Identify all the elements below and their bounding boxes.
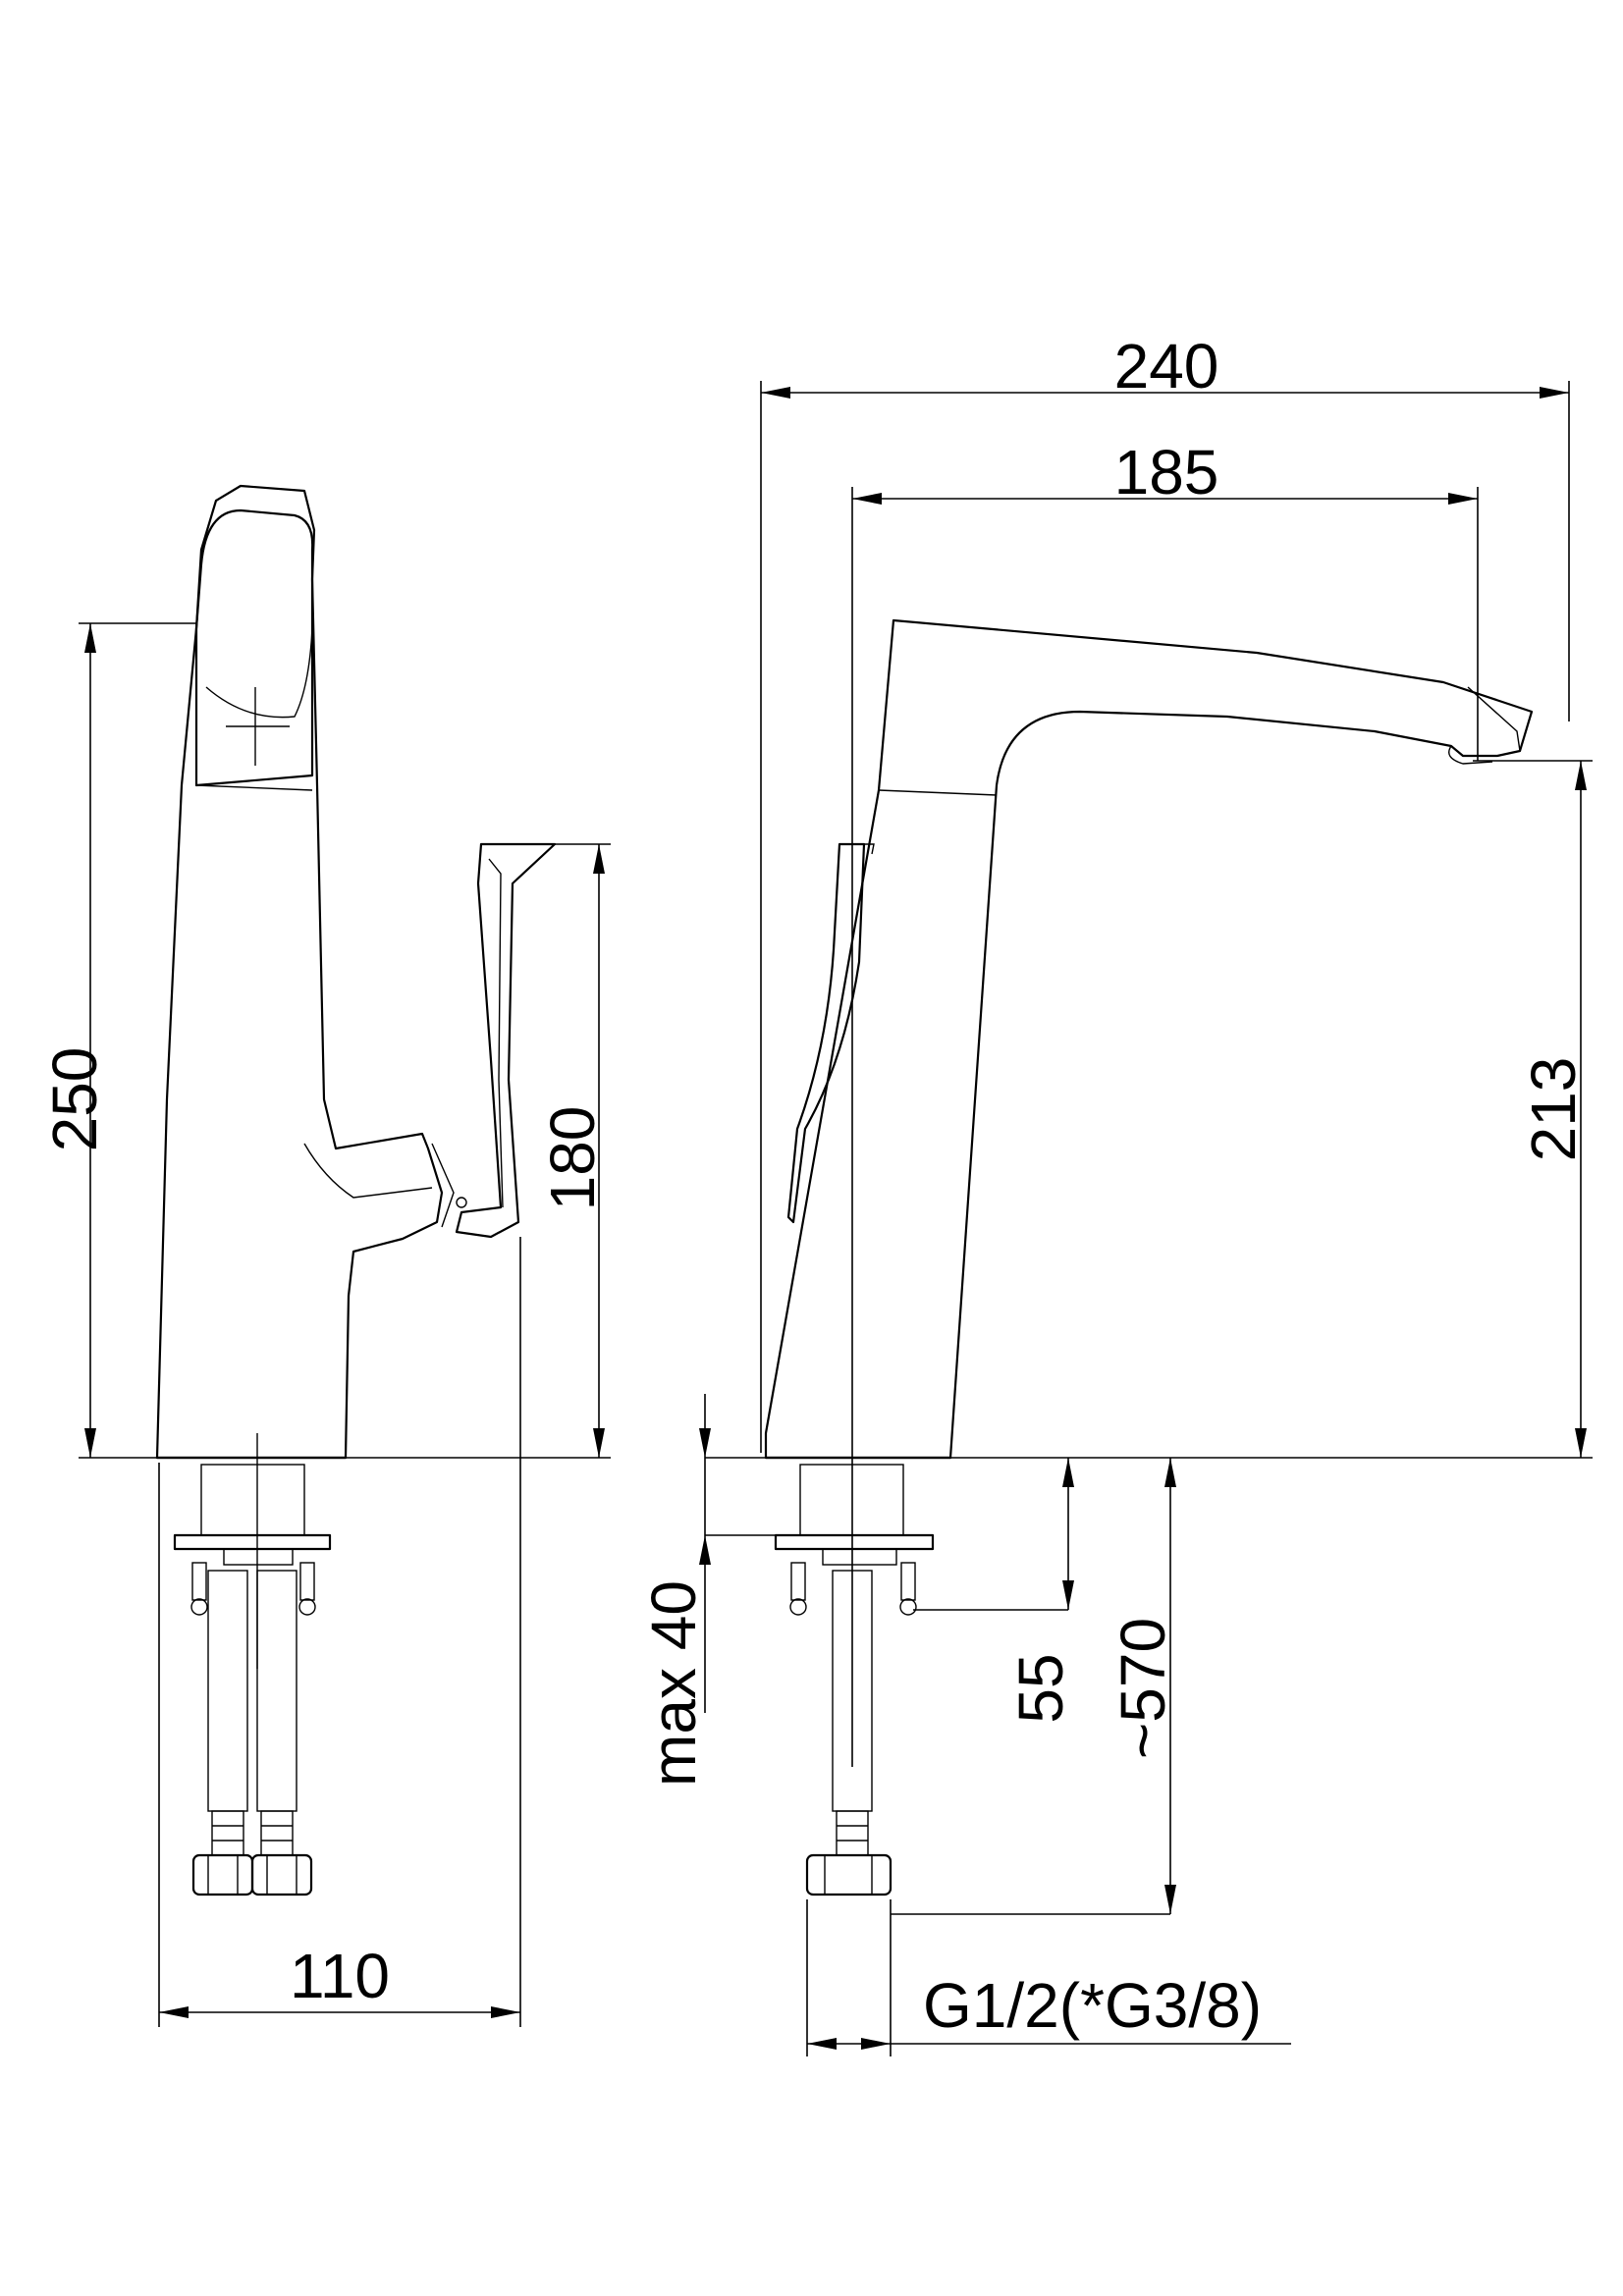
side-view-body bbox=[764, 618, 1534, 1460]
front-view-head bbox=[194, 508, 314, 787]
side-hose-nut bbox=[805, 1853, 893, 1896]
dim-max-deck-thickness: max 40 bbox=[638, 1580, 709, 1787]
dim-spout-reach: 185 bbox=[1114, 437, 1219, 507]
dim-base-depth: 110 bbox=[290, 1941, 390, 2011]
side-view-dimensions: 240 185 213 max 40 55 ~570 G1/2(*G3/8) bbox=[638, 331, 1593, 2056]
front-view-body bbox=[155, 484, 444, 1460]
dim-thread-length: 55 bbox=[1005, 1653, 1076, 1723]
side-view bbox=[764, 618, 1534, 1896]
dim-spout-height: 213 bbox=[1518, 1057, 1589, 1162]
front-hose-right bbox=[256, 1570, 298, 1812]
front-hose-left bbox=[207, 1570, 248, 1812]
side-view-lever bbox=[786, 842, 866, 1224]
dim-total-length: 240 bbox=[1114, 331, 1219, 401]
side-mounting-plate bbox=[774, 1533, 935, 1551]
front-shank-thread bbox=[200, 1464, 305, 1536]
dim-total-height: 250 bbox=[39, 1047, 110, 1152]
front-view-dimensions: 250 180 110 bbox=[39, 622, 611, 2027]
front-view-lever bbox=[455, 842, 557, 1239]
dim-connection-thread: G1/2(*G3/8) bbox=[923, 1970, 1262, 2041]
front-mounting-plate bbox=[173, 1533, 332, 1551]
dim-hose-length: ~570 bbox=[1108, 1618, 1178, 1759]
dim-lever-height: 180 bbox=[537, 1106, 608, 1211]
front-view bbox=[155, 484, 557, 1896]
